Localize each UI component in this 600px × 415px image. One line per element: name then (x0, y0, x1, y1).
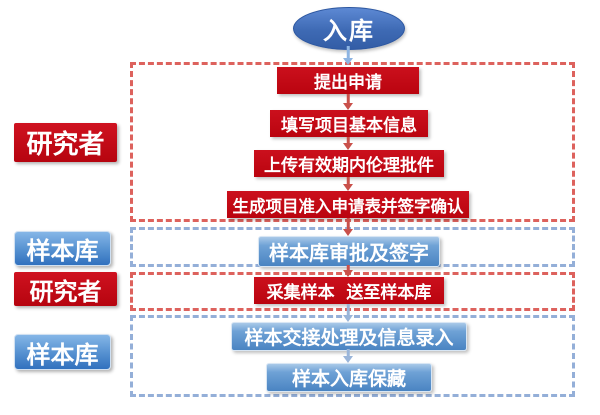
step-fill-project-info: 填写项目基本信息 (270, 110, 428, 137)
step-collect-and-send-samples: 采集样本 送至样本库 (254, 277, 444, 304)
lane-label-researcher-2: 研究者 (14, 272, 117, 306)
lane-label-biobank-1: 样本库 (14, 231, 111, 266)
step-upload-ethics-approval: 上传有效期内伦理批件 (254, 150, 444, 177)
down-arrow-icon (342, 304, 354, 322)
down-arrow-icon (342, 94, 354, 110)
down-arrow-icon (342, 265, 354, 277)
step-sample-storage: 样本入库保藏 (266, 363, 432, 392)
down-arrow-icon (342, 137, 354, 150)
down-arrow-icon (342, 46, 354, 65)
down-arrow-icon (342, 177, 354, 191)
step-submit-application: 提出申请 (277, 67, 419, 94)
step-biobank-approval-signature: 样本库审批及签字 (258, 236, 440, 267)
lane-label-researcher-1: 研究者 (14, 123, 117, 162)
down-arrow-icon (342, 349, 354, 363)
step-generate-application-form: 生成项目准入申请表并签字确认 (227, 191, 469, 218)
down-arrow-icon (342, 218, 354, 236)
lane-label-biobank-2: 样本库 (14, 334, 111, 370)
step-sample-handover-data-entry: 样本交接处理及信息录入 (231, 322, 467, 351)
start-terminator: 入库 (293, 7, 405, 50)
